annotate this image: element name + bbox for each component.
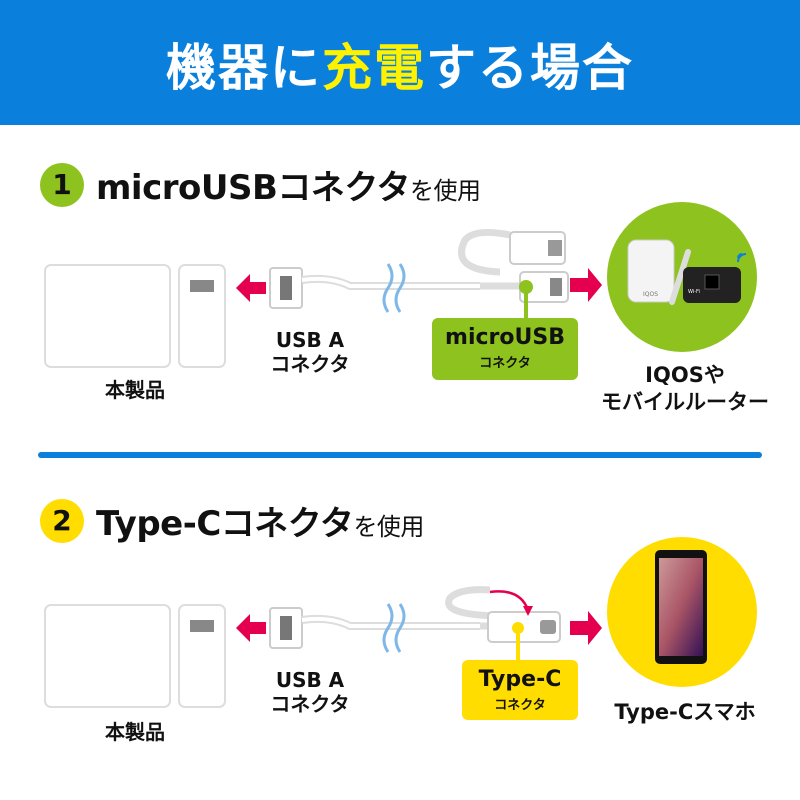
title-highlight: 充電 [322,39,426,97]
device-label: IQOSやモバイルルーター [585,362,785,416]
title-part: 機器に [166,39,322,97]
connector-label: microUSB [445,325,565,350]
arrow-left-2 [236,614,266,642]
connector-label: Type-C [478,667,562,692]
page-title: 機器に充電する場合 [0,28,800,100]
section-2-heading: 2 Type-Cコネクタを使用 [40,496,424,545]
wifi-device-text: Wi-Fi [688,289,700,295]
arrow-left-1 [236,274,266,302]
charger-1 [44,264,226,368]
step-number: 1 [40,162,84,207]
section-title: microUSBコネクタ [96,168,411,208]
device-label-line2: モバイルルーター [601,390,769,414]
microusb-connector-label: microUSB コネクタ [432,318,578,380]
charger-2 [44,604,226,708]
usb-a-label-line1: USB A [275,328,345,352]
section-title: Type-Cコネクタ [96,504,354,544]
section-divider [38,452,762,458]
product-label: 本製品 [105,378,165,402]
usb-a-label-line1: USB A [275,668,345,692]
usb-a-cable-1 [270,264,480,312]
iqos-device-text: IQOS [643,291,658,298]
step-number: 2 [40,498,84,543]
usb-a-label-line2: コネクタ [270,692,350,716]
usb-a-label-line2: コネクタ [270,352,350,376]
title-part: する場合 [426,39,634,97]
usb-a-cable-2 [270,604,480,652]
section-1-heading: 1 microUSBコネクタを使用 [40,160,481,209]
device-label: Type-Cスマホ [614,700,756,724]
type-c-connector-label: Type-C コネクタ [462,660,578,720]
section-title-suffix: を使用 [410,177,481,205]
section-title-suffix: を使用 [353,513,424,541]
connector-sublabel: コネクタ [479,356,531,371]
header-banner [0,0,800,125]
product-label: 本製品 [105,720,165,744]
connector-sublabel: コネクタ [494,698,546,713]
device-label-line1: IQOSや [645,363,725,387]
